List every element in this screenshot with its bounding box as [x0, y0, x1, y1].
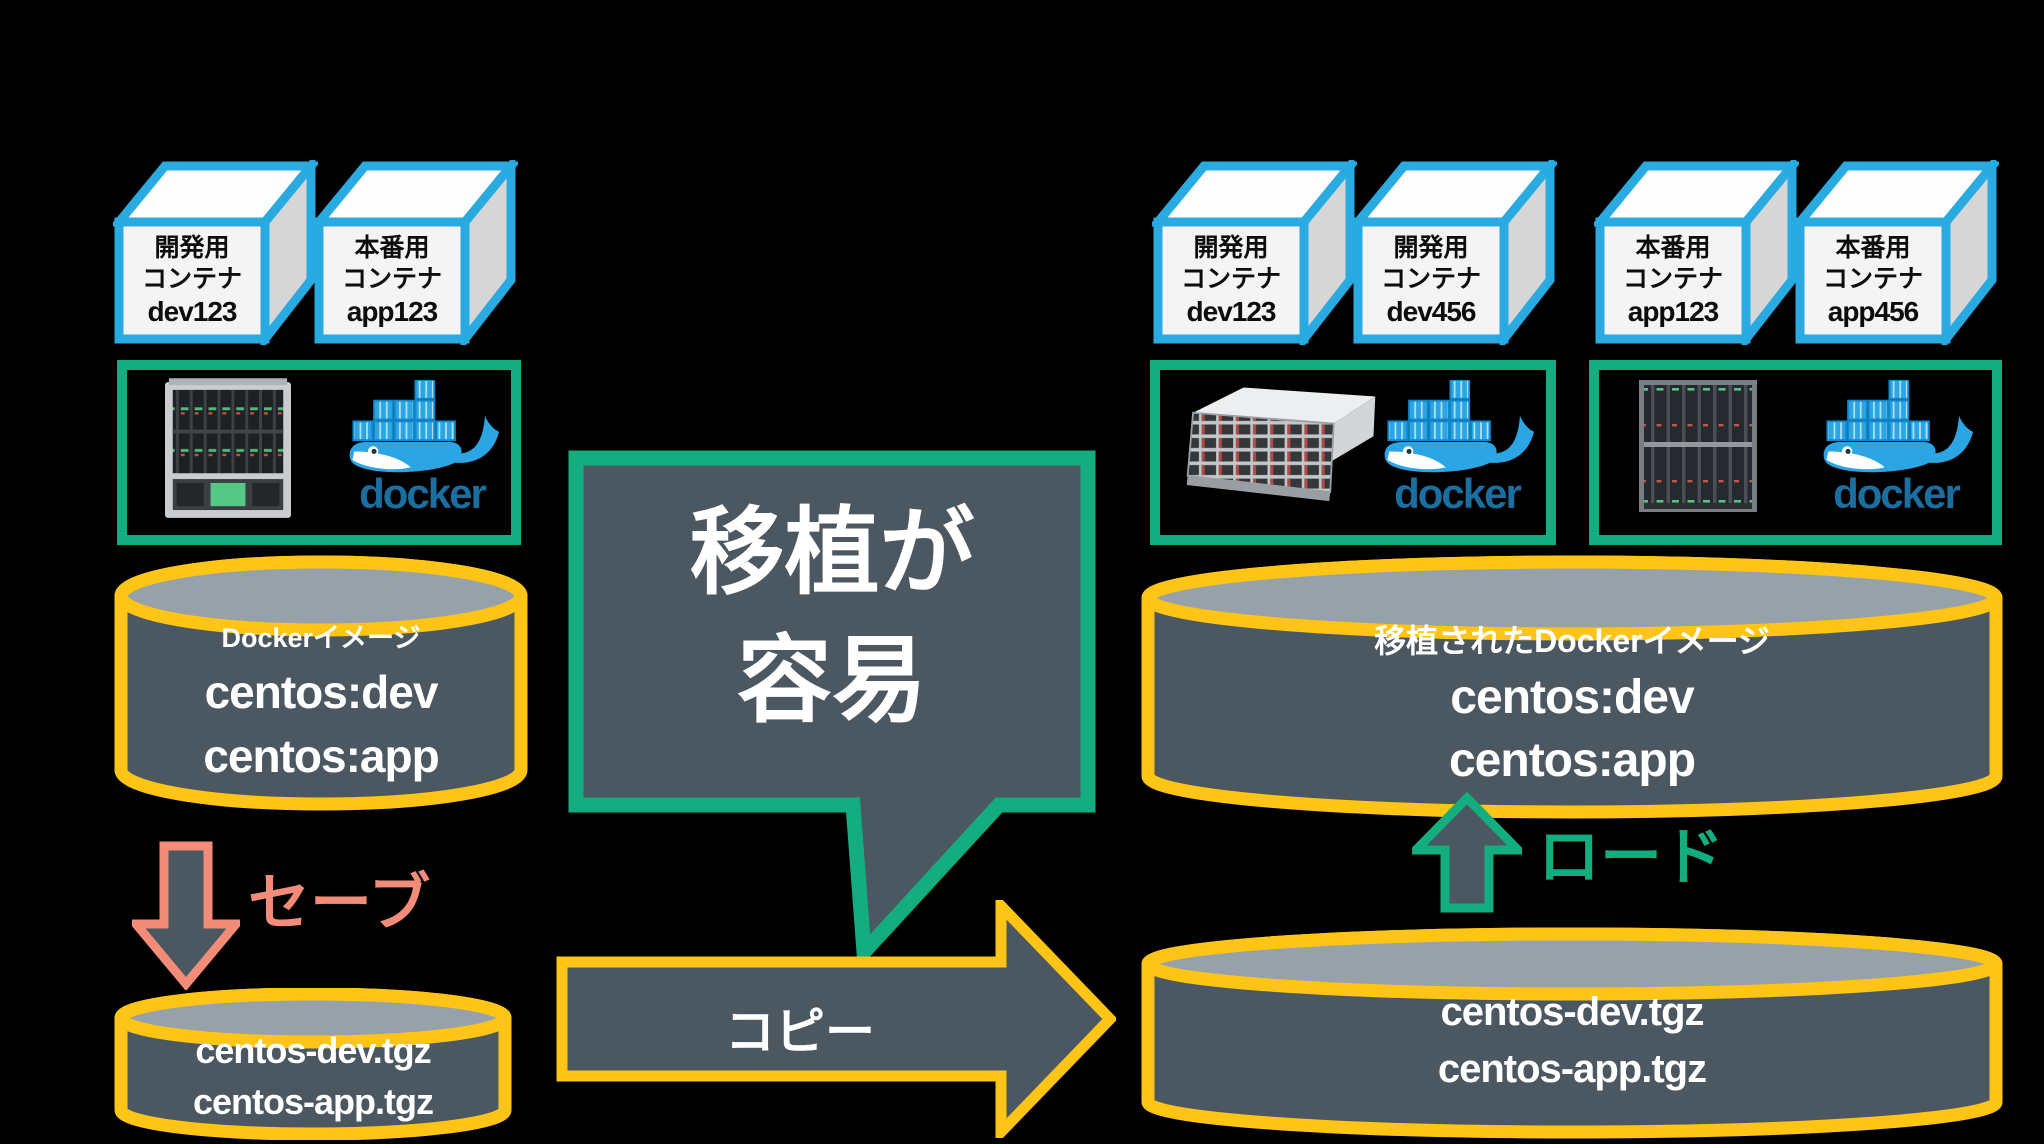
container-word: コンテナ: [1822, 264, 1923, 293]
archive-store-right: centos-dev.tgz centos-app.tgz: [1140, 926, 2004, 1140]
cylinder-title: 移植されたDockerイメージ: [1374, 623, 1770, 659]
container-word: コンテナ: [1380, 264, 1481, 293]
archive-file: centos-app.tgz: [192, 1081, 434, 1122]
docker-image-store-right: 移植されたDockerイメージ centos:dev centos:app: [1140, 554, 2004, 820]
docker-wordmark: docker: [1394, 470, 1522, 517]
container-label: 本番用 コンテナ app123: [1600, 222, 1746, 339]
cylinder-icon: [114, 555, 528, 811]
container-label: 開発用 コンテナ dev456: [1358, 222, 1504, 339]
image-name: centos:dev: [1450, 671, 1694, 724]
container-usage: 開発用: [1193, 233, 1269, 262]
container-word: コンテナ: [341, 264, 442, 293]
callout-line1: 移植が: [689, 500, 975, 606]
down-arrow-icon: [132, 841, 240, 990]
container-word: コンテナ: [1180, 264, 1281, 293]
docker-whale-icon: [1383, 380, 1536, 474]
container-box-app123: 本番用 コンテナ app123: [313, 160, 518, 345]
docker-whale-icon: [348, 380, 501, 474]
callout-line2: 容易: [736, 627, 927, 734]
copy-label: コピー: [725, 1004, 875, 1060]
archive-file: centos-dev.tgz: [195, 1030, 431, 1071]
cylinder-icon: [1141, 927, 2003, 1139]
archive-store-left: centos-dev.tgz centos-app.tgz: [113, 988, 513, 1140]
docker-image-store-left: Dockerイメージ centos:dev centos:app: [113, 554, 529, 812]
rack-server-image: [1185, 386, 1377, 503]
cylinder-title: Dockerイメージ: [221, 623, 421, 653]
save-label: セーブ: [248, 869, 431, 938]
docker-host-right-dev: docker: [1150, 360, 1556, 545]
container-usage: 開発用: [1393, 233, 1469, 262]
container-usage: 本番用: [1835, 233, 1911, 262]
docker-whale-icon: [1822, 380, 1975, 474]
container-box-dev123: 開発用 コンテナ dev123: [113, 160, 318, 345]
docker-wordmark: docker: [359, 470, 487, 517]
container-usage: 本番用: [354, 233, 430, 262]
container-cube-icon: [1352, 160, 1557, 345]
cylinder-content: 移植されたDockerイメージ centos:dev centos:app: [1140, 554, 2004, 820]
blade-server-image: [1639, 380, 1757, 512]
container-label: 本番用 コンテナ app123: [319, 222, 465, 339]
container-box-app456: 本番用 コンテナ app456: [1794, 160, 1999, 345]
container-id: dev123: [147, 295, 238, 327]
cylinder-icon: [114, 988, 512, 1140]
docker-logo: docker: [1372, 380, 1542, 516]
container-box-app123-right: 本番用 コンテナ app123: [1594, 160, 1799, 345]
container-usage: 本番用: [1635, 233, 1711, 262]
docker-wordmark: docker: [1833, 470, 1961, 517]
save-arrow-down: [132, 840, 240, 990]
docker-host-left: docker: [117, 360, 521, 545]
archive-file: centos-dev.tgz: [1440, 990, 1704, 1034]
container-cube-icon: [1794, 160, 1999, 345]
container-id: app456: [1827, 295, 1919, 327]
right-arrow-icon: [556, 900, 1116, 1138]
callout-text: 移植が 容易: [567, 493, 1097, 742]
container-label: 本番用 コンテナ app456: [1800, 222, 1946, 339]
cylinder-content: centos-dev.tgz centos-app.tgz: [113, 988, 513, 1140]
container-id: app123: [1627, 295, 1719, 327]
container-id: dev456: [1386, 295, 1477, 327]
callout-bubble: 移植が 容易: [567, 449, 1097, 961]
container-usage: 開発用: [154, 233, 230, 262]
image-name: centos:app: [1448, 734, 1696, 787]
speech-bubble-icon: [568, 450, 1096, 961]
container-box-dev123-right: 開発用 コンテナ dev123: [1152, 160, 1357, 345]
copy-arrow-right: [556, 900, 1116, 1138]
container-cube-icon: [313, 160, 518, 345]
cylinder-content: centos-dev.tgz centos-app.tgz: [1140, 926, 2004, 1140]
archive-file: centos-app.tgz: [1437, 1047, 1707, 1091]
docker-logo: docker: [337, 380, 507, 516]
image-name: centos:app: [203, 730, 439, 782]
load-arrow-up: [1412, 792, 1522, 914]
blade-server-image: [165, 378, 291, 518]
image-name: centos:dev: [204, 666, 439, 718]
container-cube-icon: [113, 160, 318, 345]
load-label: ロード: [1538, 823, 1725, 892]
up-arrow-icon: [1412, 792, 1522, 913]
container-box-dev456: 開発用 コンテナ dev456: [1352, 160, 1557, 345]
container-cube-icon: [1594, 160, 1799, 345]
container-id: app123: [346, 295, 438, 327]
cylinder-icon: [1141, 555, 2003, 819]
container-cube-icon: [1152, 160, 1357, 345]
container-id: dev123: [1186, 295, 1277, 327]
container-label: 開発用 コンテナ dev123: [119, 222, 265, 339]
docker-logo: docker: [1811, 380, 1981, 516]
cylinder-content: Dockerイメージ centos:dev centos:app: [113, 554, 529, 812]
container-word: コンテナ: [141, 264, 242, 293]
container-label: 開発用 コンテナ dev123: [1158, 222, 1304, 339]
docker-host-right-prod: docker: [1589, 360, 2002, 545]
container-word: コンテナ: [1622, 264, 1723, 293]
